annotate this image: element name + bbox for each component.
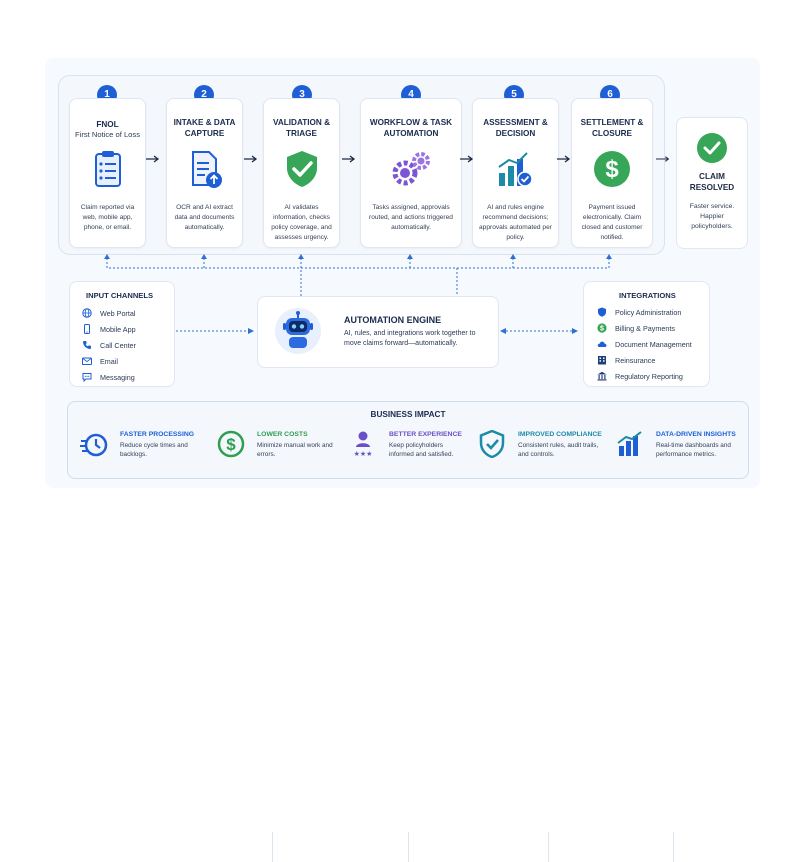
impact-desc: Consistent rules, audit trails, and cont…	[518, 442, 599, 458]
arrow-right-icon	[342, 155, 356, 163]
integrations-panel: INTEGRATIONS Policy Administration $ Bil…	[583, 281, 710, 387]
integration-label: Regulatory Reporting	[615, 372, 683, 381]
robot-icon	[275, 308, 321, 354]
impact-desc: Real-time dashboards and performance met…	[656, 442, 731, 458]
integration-label: Billing & Payments	[615, 324, 675, 333]
phone-icon	[84, 324, 90, 334]
step-5-desc: AI and rules engine recommend decisions;…	[479, 204, 552, 241]
svg-text:$: $	[600, 326, 604, 333]
building-icon	[598, 356, 606, 365]
dollar-icon: $	[594, 151, 630, 187]
clipboard-icon	[95, 151, 121, 187]
impact-title: DATA-DRIVEN INSIGHTS	[656, 431, 736, 438]
impact-desc: Reduce cycle times and backlogs.	[120, 442, 188, 458]
step-4-title: WORKFLOW & TASK AUTOMATION	[369, 118, 453, 138]
impact-divider	[272, 832, 273, 862]
impact-divider	[548, 832, 549, 862]
speed-clock-icon	[80, 433, 108, 457]
impact-title: BETTER EXPERIENCE	[389, 431, 462, 438]
integrations-title: INTEGRATIONS	[619, 291, 676, 300]
person-stars-icon: ★★★	[354, 431, 373, 458]
step-2-title: INTAKE & DATA CAPTURE	[173, 118, 236, 138]
step-4-desc: Tasks assigned, approvals routed, and ac…	[369, 204, 453, 231]
input-channels-title: INPUT CHANNELS	[86, 291, 154, 300]
automation-engine-desc: AI, rules, and integrations work togethe…	[344, 330, 476, 347]
step-1-title: FNOL	[96, 120, 119, 129]
channel-label: Call Center	[100, 341, 136, 350]
cloud-icon	[597, 341, 607, 347]
shield-icon	[598, 307, 606, 317]
automation-engine-panel: AUTOMATION ENGINE AI, rules, and integra…	[257, 296, 499, 368]
step-2-desc: OCR and AI extract data and documents au…	[174, 204, 235, 231]
impact-title: LOWER COSTS	[257, 431, 308, 438]
impact-divider	[408, 832, 409, 862]
automation-engine-title: AUTOMATION ENGINE	[344, 315, 442, 325]
arrow-right-icon	[146, 155, 160, 163]
dollar-icon: $	[217, 430, 245, 458]
step-settlement-card: SETTLEMENT & CLOSURE $ Payment issued el…	[571, 98, 653, 248]
svg-text:$: $	[226, 435, 236, 454]
gears-icon	[392, 152, 430, 186]
input-channels-panel: INPUT CHANNELS Web Portal Mobile App Cal…	[69, 281, 175, 387]
step-3-title: VALIDATION & TRIAGE	[272, 118, 330, 138]
integration-label: Policy Administration	[615, 308, 682, 317]
impact-desc: Minimize manual work and errors.	[257, 442, 333, 458]
arrow-right-icon	[244, 155, 258, 163]
arrow-right-icon	[656, 156, 670, 162]
bar-chart-icon	[617, 431, 642, 456]
globe-icon	[82, 308, 92, 318]
arrow-right-icon	[460, 155, 474, 163]
channel-label: Messaging	[100, 373, 135, 382]
channel-label: Email	[100, 357, 118, 366]
dollar-icon: $	[597, 323, 607, 333]
svg-text:$: $	[605, 156, 619, 183]
integration-label: Document Management	[615, 340, 692, 349]
step-title: FNOL First Notice of Loss	[72, 119, 143, 140]
step-1-desc: Claim reported via web, mobile app, phon…	[80, 204, 135, 231]
step-3-desc: AI validates information, checks policy …	[271, 204, 332, 241]
impact-title: IMPROVED COMPLIANCE	[518, 431, 602, 438]
step-validation-card: VALIDATION & TRIAGE AI validates informa…	[263, 98, 340, 248]
arrow-right-icon	[557, 155, 571, 163]
integration-label: Reinsurance	[615, 356, 656, 365]
telephone-icon	[83, 341, 91, 349]
chat-icon	[82, 373, 92, 382]
channel-label: Mobile App	[100, 325, 136, 334]
step-workflow-card: WORKFLOW & TASK AUTOMATION Tasks assigne…	[360, 98, 462, 248]
document-upload-icon	[192, 151, 222, 188]
business-impact-panel: BUSINESS IMPACT FASTER PROCESSING Reduce…	[67, 401, 749, 862]
connector-lines	[104, 254, 612, 334]
bar-chart-check-icon	[498, 152, 533, 187]
step-assessment-card: ASSESSMENT & DECISION AI and rules engin…	[472, 98, 559, 248]
impact-desc: Keep policyholders informed and satisfie…	[389, 442, 454, 458]
claim-resolved-desc: Faster service. Happier policyholders.	[689, 203, 735, 230]
claim-resolved-card: CLAIM RESOLVED Faster service. Happier p…	[676, 117, 748, 249]
business-impact-title: BUSINESS IMPACT	[370, 410, 446, 419]
channel-label: Web Portal	[100, 309, 136, 318]
svg-text:★★★: ★★★	[354, 450, 373, 458]
impact-title: FASTER PROCESSING	[120, 431, 195, 438]
impact-divider	[673, 832, 674, 862]
shield-check-icon	[287, 151, 317, 187]
shield-check-icon	[479, 430, 505, 458]
step-intake-card: INTAKE & DATA CAPTURE OCR and AI extract…	[166, 98, 243, 248]
mail-icon	[82, 357, 92, 365]
bank-icon	[597, 371, 607, 381]
step-5-title: ASSESSMENT & DECISION	[483, 118, 548, 138]
check-circle-icon	[697, 133, 727, 163]
step-fnol-card: FNOL First Notice of Loss Claim reported…	[69, 98, 146, 248]
step-6-desc: Payment issued electronically. Claim clo…	[581, 204, 643, 241]
claim-resolved-title: CLAIM RESOLVED	[689, 172, 735, 192]
step-1-subtitle: First Notice of Loss	[75, 130, 140, 139]
step-6-title: SETTLEMENT & CLOSURE	[580, 118, 644, 138]
